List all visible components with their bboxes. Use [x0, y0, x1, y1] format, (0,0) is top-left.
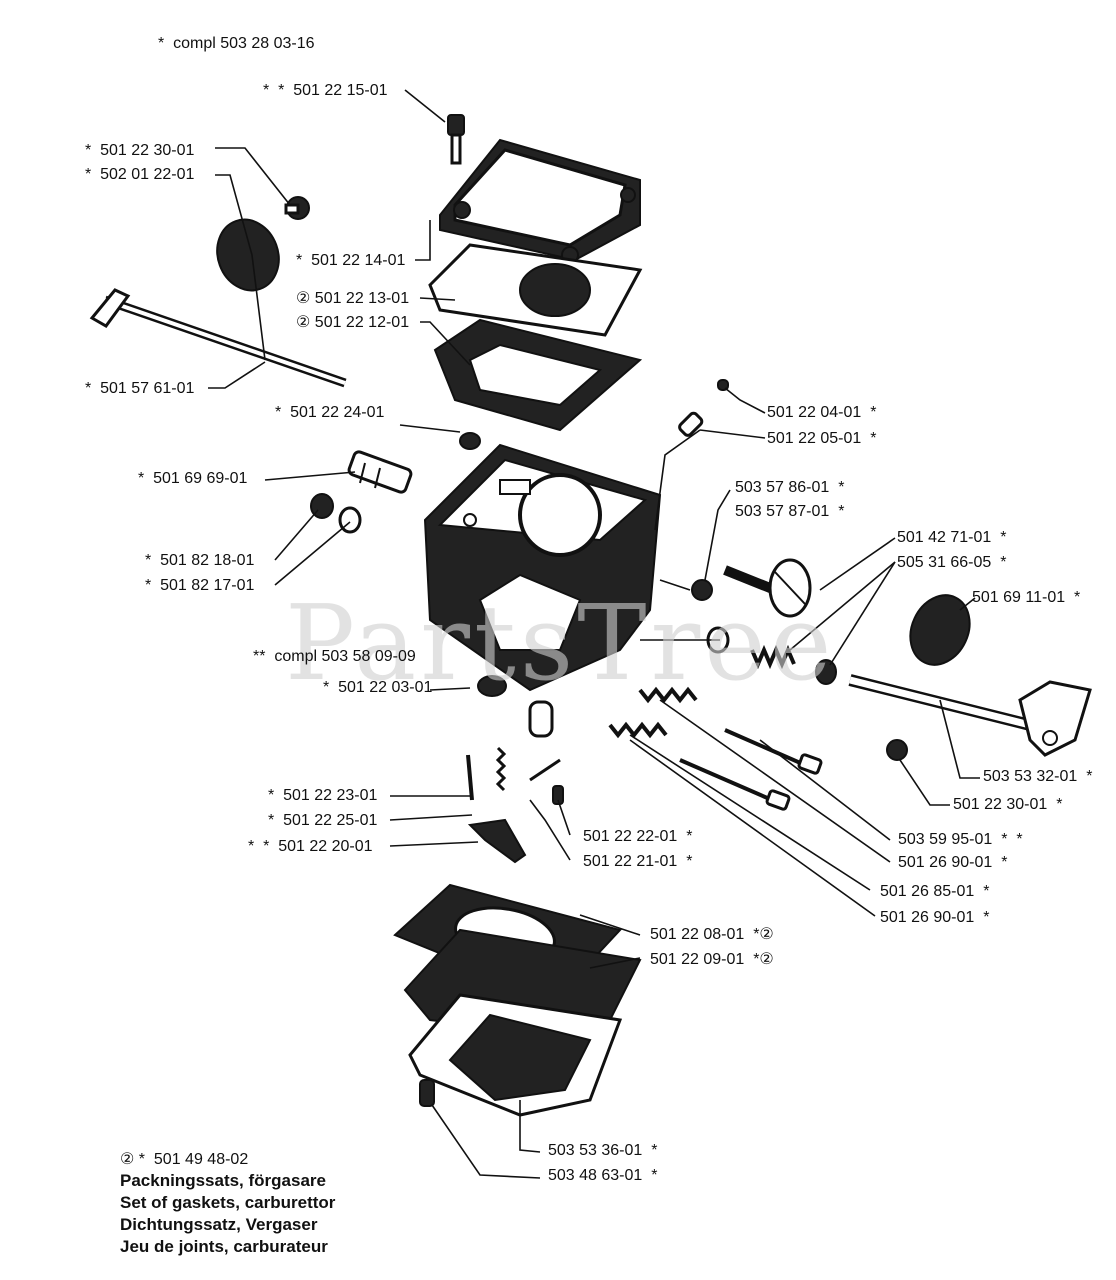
metering-parts: [466, 746, 564, 864]
part-label-compl-503280316: * compl 503 28 03-16: [158, 35, 315, 52]
part-label-501269001: 501 26 90-01 *: [898, 854, 1008, 871]
spring-mid: [750, 644, 796, 670]
part-label-502012201: * 502 01 22-01: [85, 166, 195, 183]
small-screw: [284, 196, 310, 220]
part-label-501268501: 501 26 85-01 *: [880, 883, 990, 900]
part-label-501269001-lower: 501 26 90-01 *: [880, 909, 990, 926]
part-label-501696901: * 501 69 69-01: [138, 470, 248, 487]
part-label-501223001: * 501 22 30-01: [85, 142, 195, 159]
cover-screw: [419, 1079, 435, 1107]
part-label-501821701: * 501 82 17-01: [145, 577, 255, 594]
leader-lines: [208, 89, 980, 1179]
legend-line-swedish: Packningssats, förgasare: [120, 1171, 326, 1190]
carburettor-body: [423, 443, 662, 692]
legend-line-english: Set of gaskets, carburettor: [120, 1193, 336, 1212]
carburettor-top-cover: [439, 138, 641, 264]
shaft-screw: [886, 739, 908, 761]
part-label-503578701: 503 57 87-01 *: [735, 503, 845, 520]
spring-low: [608, 721, 668, 739]
throttle-valve-disc: [909, 594, 971, 666]
needle-screw-top: [678, 379, 729, 437]
gasket-set-legend: ② * 501 49 48-02 Packningssats, förgasar…: [120, 1150, 335, 1258]
high-speed-needle: [724, 728, 823, 775]
part-label-501222101: 501 22 21-01 *: [583, 853, 693, 870]
part-label-503533601: 503 53 36-01 *: [548, 1142, 658, 1159]
choke-shaft: [89, 288, 347, 388]
part-label-503486301: 503 48 63-01 *: [548, 1167, 658, 1184]
part-label-503578601: 503 57 86-01 *: [735, 479, 845, 496]
legend-line-german: Dichtungssatz, Vergaser: [120, 1215, 318, 1234]
small-plug: [459, 432, 481, 450]
part-label-501220801: 501 22 08-01 *②: [650, 926, 774, 943]
part-label-501220501: 501 22 05-01 *: [767, 430, 877, 447]
choke-valve-disc: [216, 218, 280, 292]
part-label-501220401: 501 22 04-01 *: [767, 404, 877, 421]
part-label-503599501: 503 59 95-01 * *: [898, 831, 1023, 848]
part-label-compl-503580909: ** compl 503 58 09-09: [253, 648, 416, 665]
part-label-501222301: * 501 22 23-01: [268, 787, 378, 804]
part-label-501691101: 501 69 11-01 *: [972, 589, 1081, 606]
low-speed-needle: [679, 758, 791, 811]
top-screw: [447, 114, 465, 165]
part-label-501223001-right: 501 22 30-01 *: [953, 796, 1063, 813]
idle-adjust-screw: [723, 558, 812, 618]
legend-line-french: Jeu de joints, carburateur: [120, 1237, 328, 1256]
watermark: PartsTree: [285, 582, 836, 704]
welch-plug: [477, 675, 507, 697]
part-label-501222401: * 501 22 24-01: [275, 404, 385, 421]
part-label-501821801: * 501 82 18-01: [145, 552, 255, 569]
shaft-washer: [815, 659, 837, 685]
part-label-501221201: ② 501 22 12-01: [296, 314, 410, 331]
pump-diaphragm: [519, 263, 591, 317]
inlet-needle-seat: [528, 700, 554, 738]
spring-high: [638, 686, 698, 704]
part-label-501220301: * 501 22 03-01: [323, 679, 433, 696]
part-label-501222001: * * 501 22 20-01: [248, 838, 373, 855]
part-label-501221401: * 501 22 14-01: [296, 252, 406, 269]
nut: [691, 579, 713, 601]
part-label-501221501: * * 501 22 15-01: [263, 82, 388, 99]
legend-part-number: ② * 501 49 48-02: [120, 1151, 249, 1168]
part-label-501220901: 501 22 09-01 *②: [650, 951, 774, 968]
part-label-505316605: 505 31 66-05 *: [897, 554, 1007, 571]
part-label-501427101: 501 42 71-01 *: [897, 529, 1007, 546]
part-label-501222201: 501 22 22-01 *: [583, 828, 693, 845]
part-label-503533201: 503 53 32-01 *: [983, 768, 1093, 785]
part-label-501221301: ② 501 22 13-01: [296, 290, 410, 307]
part-label-501576101: * 501 57 61-01: [85, 380, 195, 397]
fuel-inlet-fitting: [347, 450, 413, 494]
throttle-shaft: [848, 674, 1092, 757]
part-label-501222501: * 501 22 25-01: [268, 812, 378, 829]
